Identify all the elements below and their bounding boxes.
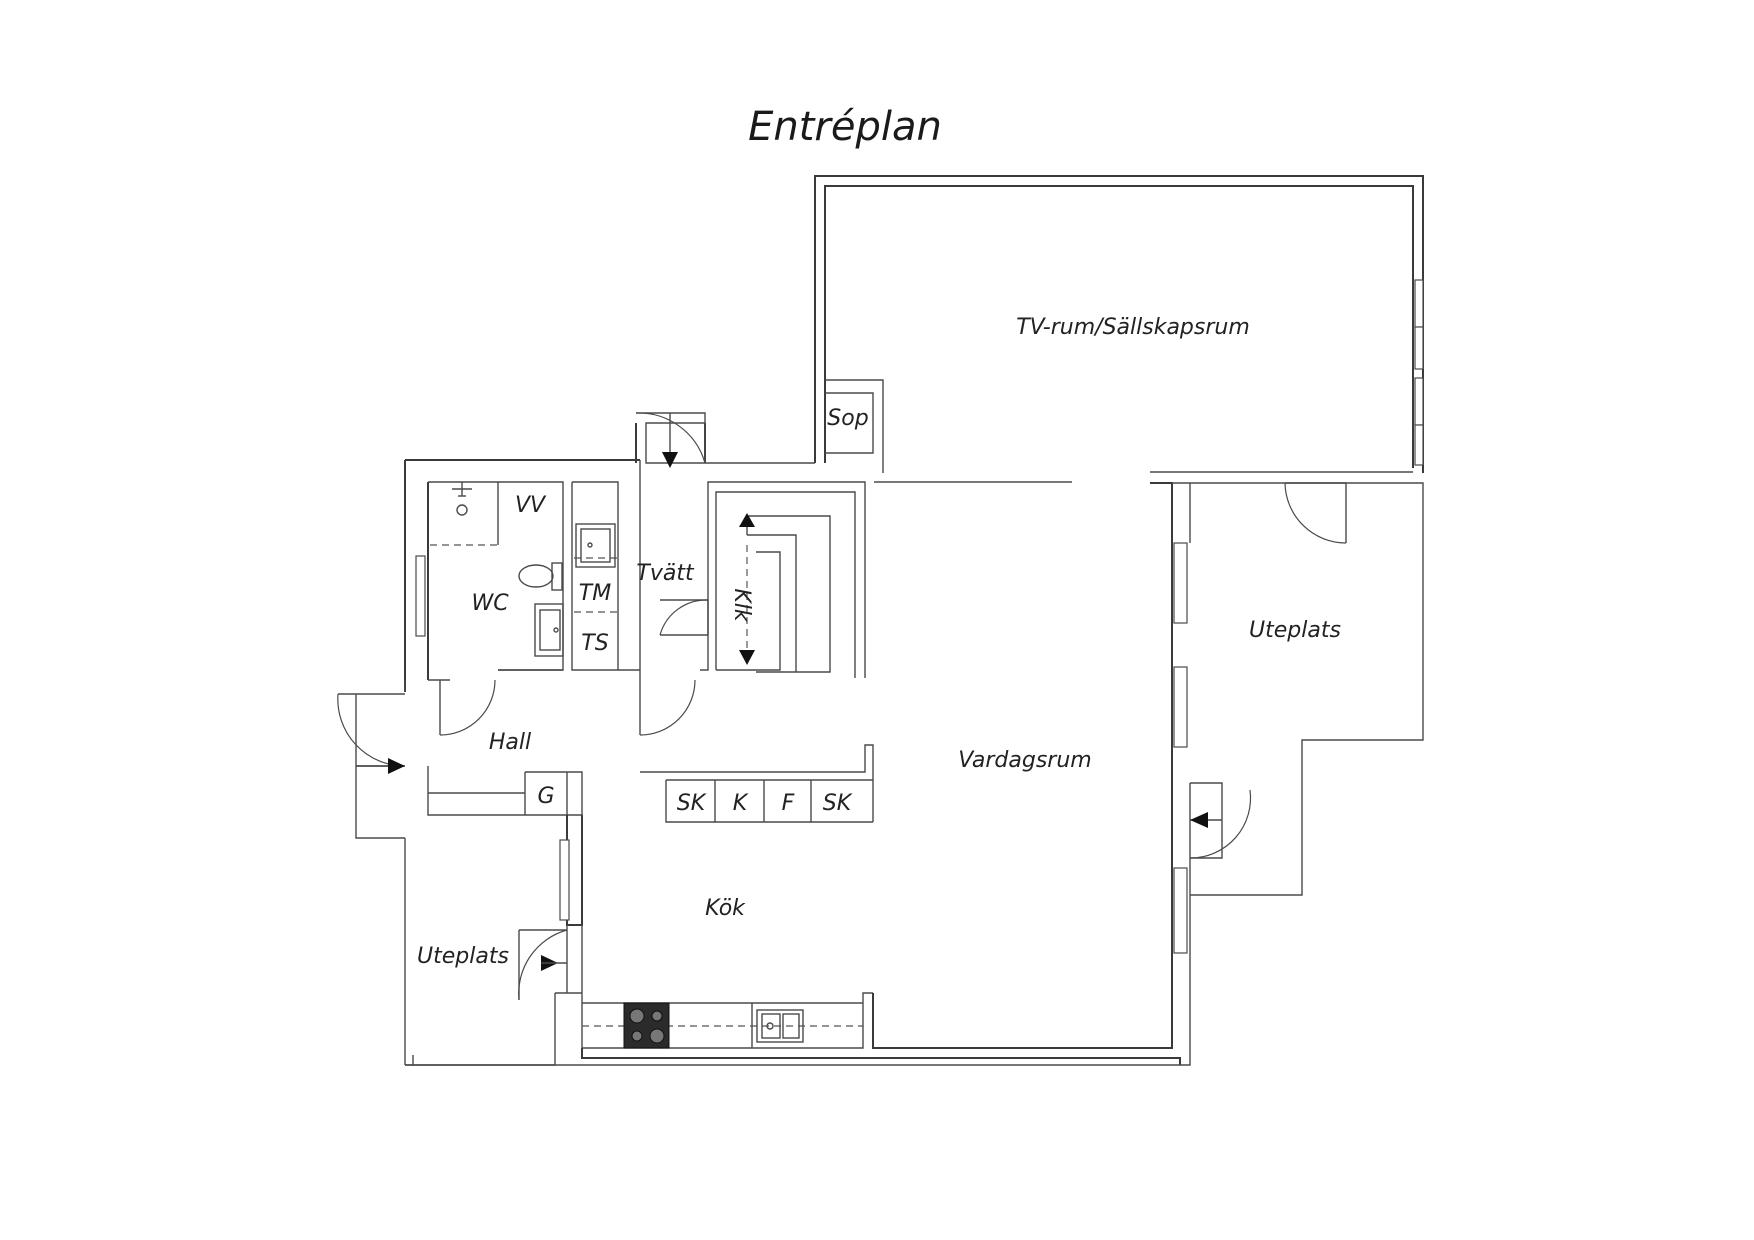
- laundry-sink-icon: [575, 523, 616, 568]
- label-uteplats-right: Uteplats: [1249, 618, 1341, 643]
- label-sop: Sop: [827, 406, 868, 431]
- label-f: F: [782, 791, 795, 816]
- label-k: K: [733, 791, 749, 816]
- label-sk-1: SK: [677, 791, 707, 816]
- living-room-patio-door: [1189, 782, 1252, 859]
- living-room-walls: [405, 482, 1191, 1066]
- room-labels: TV-rum/Sällskapsrum Sop VV Tvätt TM TS W…: [417, 315, 1341, 969]
- label-tv-room: TV-rum/Sällskapsrum: [1016, 315, 1250, 340]
- wc-window: [415, 555, 426, 637]
- kitchen-sink-icon: [756, 1009, 804, 1043]
- label-sk-2: SK: [823, 791, 853, 816]
- laundry-door: [659, 599, 709, 636]
- label-wc: WC: [471, 591, 509, 616]
- living-room-windows: [1173, 542, 1188, 954]
- toilet-icon: [518, 562, 563, 591]
- label-vv: VV: [515, 493, 547, 518]
- label-klk: Klk: [729, 588, 754, 623]
- label-ts: TS: [581, 631, 608, 656]
- label-tvatt: Tvätt: [636, 561, 695, 586]
- label-kok: Kök: [705, 896, 746, 921]
- label-vardagsrum: Vardagsrum: [958, 748, 1091, 773]
- shower-icon: [452, 482, 472, 516]
- stove-icon: [623, 1002, 670, 1049]
- label-uteplats-left: Uteplats: [417, 944, 509, 969]
- hall-entry-door: [337, 693, 406, 839]
- tv-room-windows: [1414, 279, 1424, 466]
- kitchen-wardrobes: [640, 744, 874, 823]
- hall-doors: [439, 670, 696, 736]
- plan-title: Entréplan: [748, 104, 942, 150]
- entrance-door-top: [635, 412, 706, 468]
- wc-sink-icon: [534, 603, 564, 657]
- label-g: G: [537, 784, 554, 809]
- label-tm: TM: [579, 581, 611, 606]
- kitchen-walls: [405, 815, 583, 1066]
- uteplats-right-walls: [1190, 482, 1424, 896]
- klk-arrows: [739, 513, 755, 665]
- label-hall: Hall: [489, 730, 531, 755]
